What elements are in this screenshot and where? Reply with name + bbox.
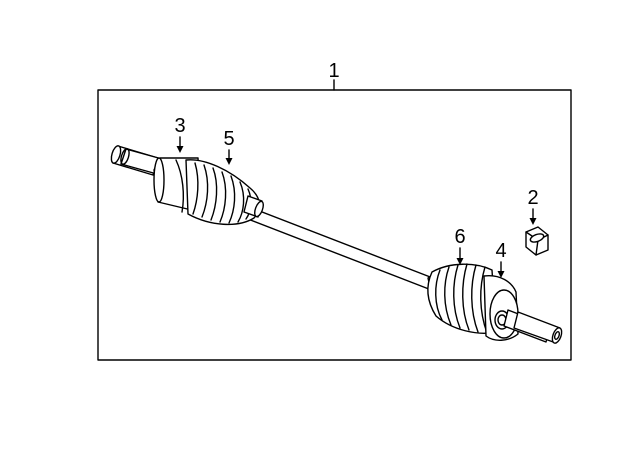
inner-cv-boot (185, 159, 264, 226)
leader-5 (225, 149, 233, 165)
callout-5: 5 (223, 128, 234, 150)
hex-nut (525, 226, 549, 256)
axle-shaft-assembly (110, 145, 563, 344)
leader-6 (456, 247, 464, 265)
outer-stub-shaft (503, 309, 563, 344)
callout-1: 1 (328, 60, 339, 82)
callout-2: 2 (527, 187, 538, 209)
leader-4 (497, 261, 505, 278)
axle-bar (239, 204, 439, 292)
leader-2 (529, 208, 537, 225)
outer-joint-housing (483, 275, 519, 341)
callout-4: 4 (495, 240, 506, 262)
inner-stub-shaft (110, 145, 163, 176)
callout-6: 6 (454, 226, 465, 248)
callout-3: 3 (174, 115, 185, 137)
leader-3 (176, 136, 184, 153)
